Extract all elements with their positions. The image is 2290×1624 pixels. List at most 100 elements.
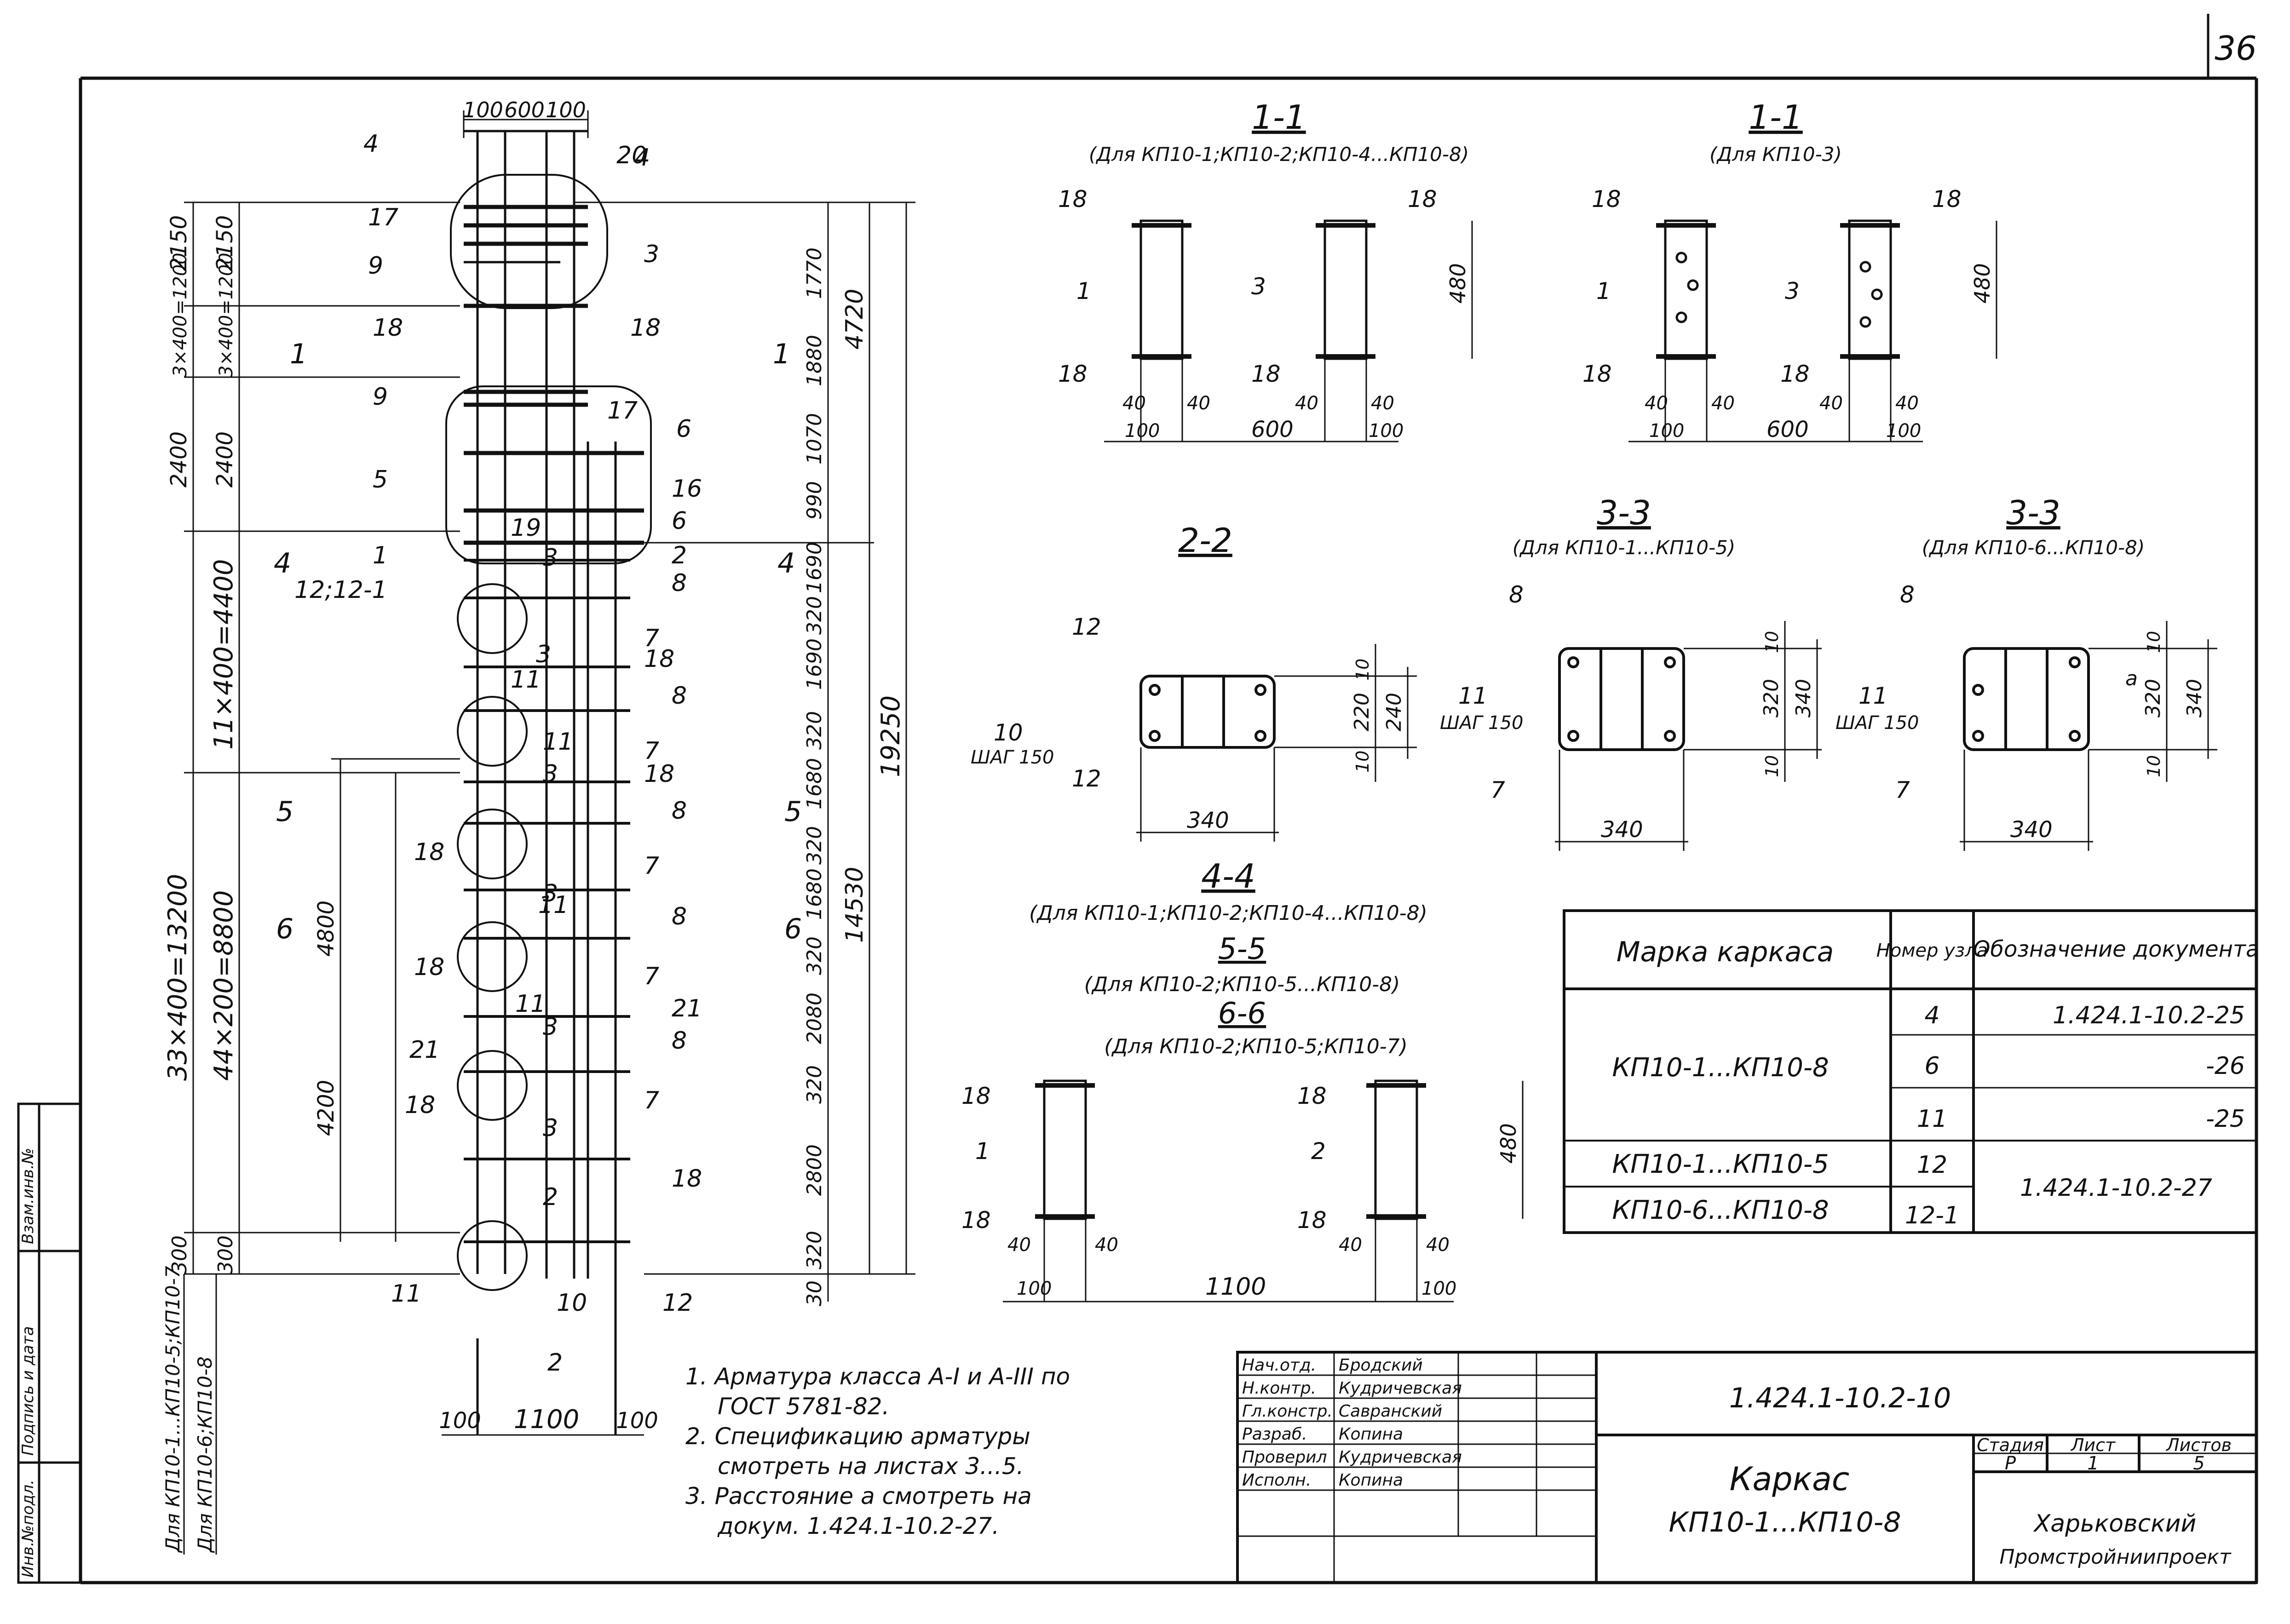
s11a-label-18b: 18 — [1058, 361, 1087, 387]
item-label-20: 8 — [672, 569, 687, 597]
item-label-49: 10 — [557, 1289, 587, 1317]
s33b-dim-320: 320 — [2141, 679, 2165, 717]
right-dim-11: 320 — [803, 936, 826, 975]
item-label-5: 9 — [368, 252, 383, 280]
item-label-6: 18 — [373, 314, 403, 342]
item-label-32: 3 — [543, 880, 558, 907]
s44-label-18b: 18 — [961, 1207, 991, 1234]
s44-dim-40d: 40 — [1426, 1234, 1450, 1256]
s44-label-1: 1 — [975, 1138, 990, 1165]
s44-label-18c: 18 — [1297, 1083, 1327, 1109]
dim-total-1: 4720 — [841, 289, 869, 350]
signer-name-2: Савранский — [1339, 1402, 1442, 1421]
s44-dim-40a: 40 — [1007, 1234, 1031, 1256]
table-row1-node1: 4 — [1924, 1002, 1939, 1029]
signer-role-4: Проверил — [1242, 1448, 1327, 1467]
s33b-label-step: ШАГ 150 — [1835, 712, 1919, 734]
right-dim-4: 1690 — [803, 542, 826, 593]
table-row1-mark: КП10-1...КП10-8 — [1612, 1053, 1829, 1083]
item-label-11: 5 — [373, 466, 388, 494]
item-label-4: 3 — [644, 241, 659, 268]
dim-left-outer-5: 300 — [168, 1235, 191, 1274]
notes: 1. Арматура класса А-I и А-III по ГОСТ 5… — [685, 1363, 1070, 1539]
dim-left-inner-2: 3×400=1200 — [216, 252, 237, 377]
item-label-7: 18 — [630, 314, 661, 342]
item-label-45: 7 — [644, 1087, 659, 1114]
s33a-dim-340a: 340 — [1792, 679, 1815, 717]
tb-name-2: КП10-1...КП10-8 — [1669, 1506, 1901, 1538]
table-row1-doc2: -26 — [2206, 1052, 2245, 1080]
item-label-44: 3 — [543, 1114, 558, 1142]
right-dim-16: 30 — [803, 1280, 826, 1306]
s11b-dim-40c: 40 — [1819, 393, 1843, 414]
s11b-label-3: 3 — [1785, 278, 1800, 304]
item-label-34: 7 — [644, 852, 659, 880]
table-header-node: Номер узла — [1876, 940, 1988, 961]
dim-left-outer-4: 33×400=13200 — [163, 874, 193, 1081]
right-dim-14: 2800 — [803, 1144, 826, 1196]
s33a-label-step: ШАГ 150 — [1440, 712, 1523, 734]
elevation-view — [445, 130, 652, 1435]
s66-title: 6-6 — [1218, 997, 1266, 1031]
dim-left-inner-4: 11×400=4400 — [209, 559, 239, 750]
cut-1-left: 1 — [290, 338, 307, 370]
item-label-15: 6 — [672, 507, 687, 535]
table-row2-node: 12 — [1917, 1151, 1947, 1179]
item-label-39: 21 — [409, 1036, 440, 1064]
s33b-label-11: 11 — [1858, 683, 1888, 709]
s11a-label-18a: 18 — [1058, 186, 1087, 212]
item-label-13: 16 — [672, 475, 702, 503]
section-2-2: 2-2 12 10 ШАГ 150 12 10 220 10 240 340 — [971, 521, 1417, 842]
s66-subtitle: (Для КП10-2;КП10-5;КП10-7) — [1104, 1035, 1407, 1058]
table-row1-node2: 6 — [1924, 1052, 1939, 1080]
signer-name-1: Кудричевская — [1339, 1379, 1462, 1398]
item-label-36: 18 — [414, 953, 444, 981]
item-label-46: 18 — [672, 1165, 702, 1193]
dim-left-outer-1: 2150 — [166, 215, 192, 271]
s44-label-18d: 18 — [1297, 1207, 1327, 1234]
table-row2-doc: 1.424.1-10.2-27 — [2020, 1174, 2212, 1202]
cut-4-right: 4 — [777, 547, 795, 580]
dim-level-1: 4800 — [313, 901, 339, 957]
item-label-33: 11 — [538, 891, 569, 919]
item-label-23: 3 — [536, 641, 551, 668]
side-stamp-replace: Взам.инв.№ — [19, 1148, 37, 1244]
item-label-1: 20 — [616, 142, 647, 169]
s22-dim-220: 220 — [1350, 693, 1374, 731]
item-label-10: 6 — [676, 415, 691, 443]
right-dim-15: 320 — [803, 1231, 826, 1269]
section-3-3-b: 3-3 (Для КП10-6...КП10-8) 8 11 ШАГ 150 7… — [1835, 494, 2217, 851]
s44-label-2: 2 — [1311, 1138, 1326, 1165]
s11b-label-18c: 18 — [1932, 186, 1962, 212]
s11a-dim-40a: 40 — [1122, 393, 1146, 414]
dim-bottom-2: 1100 — [514, 1405, 580, 1435]
s11b-dim-100a: 100 — [1649, 420, 1684, 442]
item-label-21: 7 — [644, 625, 659, 652]
elevation-left-dims — [183, 201, 460, 1555]
dim-level-2: 4200 — [313, 1080, 339, 1136]
variant-label-2: Для КП10-6;КП10-8 — [194, 1356, 216, 1553]
sheet-frame — [79, 14, 2258, 1584]
s11a-dim-40d: 40 — [1371, 393, 1394, 414]
s11a-dim-600: 600 — [1251, 417, 1294, 442]
dim-left-outer-2: 3×400=1200 — [170, 252, 191, 377]
signer-name-0: Бродский — [1339, 1356, 1423, 1375]
s33a-subtitle: (Для КП10-1...КП10-5) — [1513, 536, 1736, 559]
dim-top-1: 100 — [463, 98, 503, 122]
item-label-30: 8 — [672, 797, 687, 825]
tb-sheets-label: Листов — [2165, 1435, 2232, 1455]
s22-label-12a: 12 — [1072, 614, 1101, 640]
item-label-8: 9 — [373, 383, 388, 411]
item-label-17: 3 — [543, 544, 558, 572]
dim-left-outer-3: 2400 — [166, 431, 192, 488]
s33a-dim-320: 320 — [1760, 679, 1783, 717]
item-label-47: 2 — [543, 1183, 558, 1211]
s22-label-step: ШАГ 150 — [971, 747, 1054, 768]
tb-stage-label: Стадия — [1977, 1435, 2044, 1455]
s44-dim-100a: 100 — [1017, 1278, 1052, 1299]
item-label-2: 4 — [635, 144, 650, 172]
right-dim-7: 320 — [803, 711, 826, 750]
s44-subtitle: (Для КП10-1;КП10-2;КП10-4...КП10-8) — [1029, 901, 1427, 925]
tb-org-2: Промстройниипроект — [1999, 1545, 2232, 1569]
